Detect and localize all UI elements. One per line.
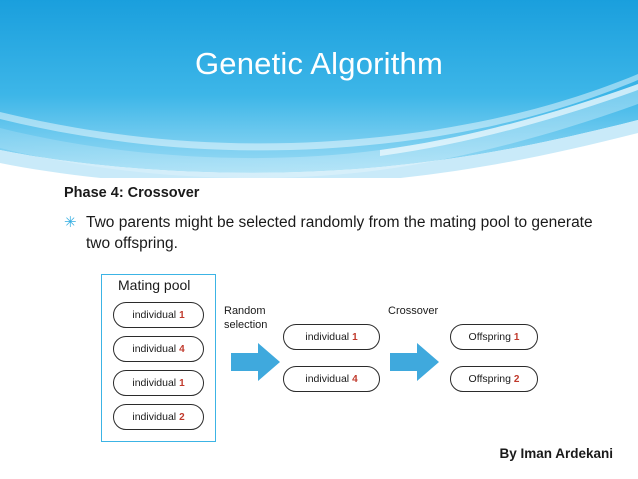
pool-individual-num-4: 2: [179, 412, 185, 423]
pool-individual-num-1: 1: [179, 310, 185, 321]
author-credit: By Iman Ardekani: [499, 446, 613, 461]
crossover-caption: Crossover: [388, 305, 439, 317]
mating-pool-label: Mating pool: [118, 277, 191, 293]
pool-individual-label-2: individual: [132, 343, 180, 355]
asterisk-bullet-icon: ✳: [64, 214, 77, 231]
crossover-arrow: [390, 343, 439, 381]
random-selection-caption-line1: Random: [224, 305, 266, 317]
random-selection-caption-line2: selection: [224, 318, 268, 331]
list-item: Offspring 1: [450, 324, 538, 350]
list-item: Offspring 2: [450, 366, 538, 392]
list-item: individual 1: [283, 324, 380, 350]
list-item: individual 1: [113, 370, 204, 396]
random-selection-caption: Random selection: [224, 305, 284, 333]
pool-individual-num-2: 4: [179, 344, 185, 355]
list-item: individual 4: [283, 366, 380, 392]
slide-title: Genetic Algorithm: [194, 46, 444, 81]
bullet-text: Two parents might be selected randomly f…: [86, 214, 593, 253]
selected-individual-label-1: individual: [305, 331, 353, 343]
phase-title: Phase 4: Crossover: [64, 185, 200, 201]
pool-individual-label-4: individual: [132, 411, 180, 423]
list-item: individual 2: [113, 404, 204, 430]
offspring-num-1: 1: [513, 332, 520, 343]
pool-individual-label-1: individual: [132, 309, 180, 321]
offspring-label-1: Offspring: [468, 331, 514, 343]
selected-individual-num-1: 1: [352, 332, 358, 343]
selected-individual-num-2: 4: [352, 374, 358, 385]
list-item: individual 1: [113, 302, 204, 328]
offspring-label-2: Offspring: [468, 373, 514, 385]
list-item: individual 4: [113, 336, 204, 362]
header-banner: Genetic Algorithm: [0, 0, 638, 178]
pool-individual-label-3: individual: [132, 377, 180, 389]
pool-individual-num-3: 1: [179, 378, 185, 389]
random-selection-arrow: [231, 343, 280, 381]
selected-individual-label-2: individual: [305, 373, 353, 385]
offspring-num-2: 2: [513, 374, 520, 385]
